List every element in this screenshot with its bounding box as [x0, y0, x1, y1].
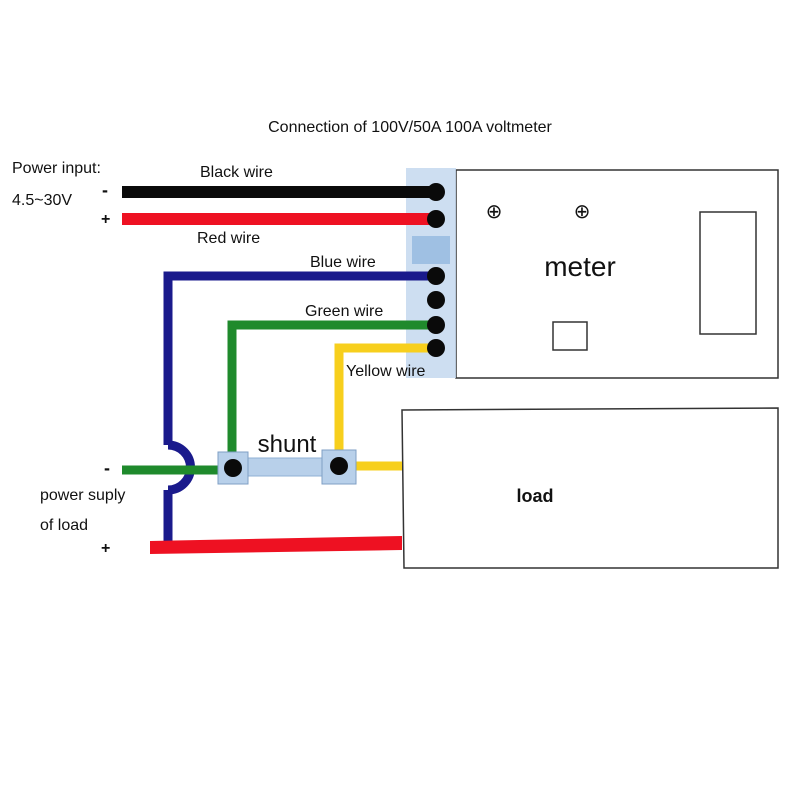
- load-supply-label-line1: power suply: [40, 487, 125, 504]
- load-supply-label-line2: of load: [40, 517, 88, 534]
- power-input-label: Power input:: [12, 160, 101, 177]
- meter-label: meter: [544, 251, 616, 282]
- green-wire: [227, 320, 432, 470]
- load-supply-minus: -: [104, 458, 110, 478]
- load-plus-wire: [150, 536, 402, 554]
- terminal-screw-2: [427, 210, 445, 228]
- load-label: load: [516, 486, 553, 506]
- terminal-screw-3: [427, 267, 445, 285]
- load-supply-plus: +: [101, 540, 110, 557]
- meter-screw-left-icon: ⊕: [486, 201, 503, 223]
- shunt-screw-left: [224, 459, 242, 477]
- meter-screw-right-icon: ⊕: [574, 201, 591, 223]
- shunt-label: shunt: [258, 431, 317, 458]
- terminal-screw-4: [427, 291, 445, 309]
- blue-wire-label: Blue wire: [310, 254, 376, 271]
- green-wire-label: Green wire: [305, 303, 383, 320]
- black-wire-label: Black wire: [200, 164, 273, 181]
- load-box: [401, 407, 779, 569]
- meter-small-window: [552, 321, 588, 351]
- red-wire-label: Red wire: [197, 230, 260, 247]
- blue-wire: [163, 271, 432, 545]
- meter-terminal-inset: [412, 236, 450, 264]
- shunt-screw-right: [330, 457, 348, 475]
- diagram-title: Connection of 100V/50A 100A voltmeter: [268, 119, 552, 136]
- terminal-screw-1: [427, 183, 445, 201]
- yellow-wire: [334, 343, 432, 471]
- power-input-range: 4.5~30V: [12, 192, 72, 209]
- shunt-bar: [247, 457, 323, 477]
- shunt-terminal-right: [321, 449, 357, 485]
- terminal-screw-5: [427, 316, 445, 334]
- power-input-plus: +: [101, 211, 110, 228]
- power-input-minus: -: [102, 180, 108, 200]
- yellow-wire-label: Yellow wire: [346, 363, 426, 380]
- terminal-screw-6: [427, 339, 445, 357]
- meter-display-window: [699, 211, 757, 335]
